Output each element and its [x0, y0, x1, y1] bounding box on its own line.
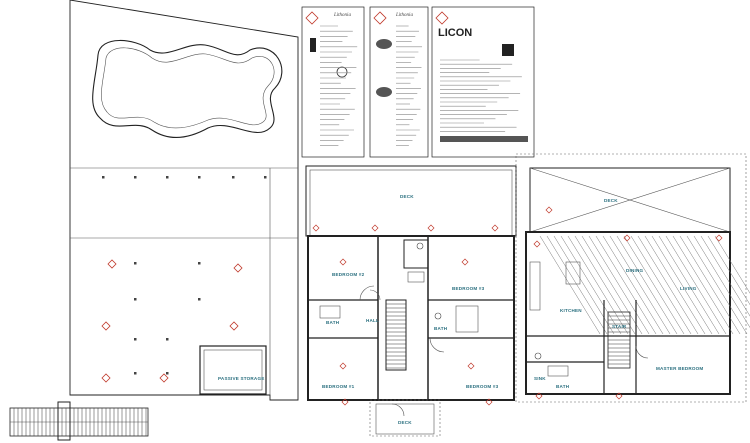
diamond-light-fixture-icon — [427, 224, 435, 232]
column-dot-icon — [264, 176, 267, 179]
room-label-bedroom-4: BEDROOM #3 — [466, 384, 499, 389]
column-dot-icon — [134, 338, 137, 341]
spec-sheet-2: Lithonia — [369, 6, 429, 158]
hazard-diamond-icon — [373, 11, 387, 25]
spec-sheet-1: Lithonia — [301, 6, 365, 158]
diamond-light-fixture-icon — [545, 206, 553, 214]
storage-room — [199, 345, 267, 395]
site-columns — [102, 176, 267, 375]
room-label-master: MASTER BEDROOM — [656, 366, 703, 371]
diamond-light-fixture-icon — [101, 321, 111, 331]
hazard-diamond-icon — [305, 11, 319, 25]
diamond-light-fixture-icon — [229, 321, 239, 331]
diamond-light-fixture-icon — [339, 362, 347, 370]
diamond-light-fixture-icon — [159, 373, 169, 383]
diamond-light-fixture-icon — [341, 398, 349, 406]
licon-logo: LICON — [438, 27, 472, 39]
column-dot-icon — [134, 372, 137, 375]
room-label-deck-front: DECK — [398, 420, 412, 425]
column-dot-icon — [102, 176, 105, 179]
storage-label: PASSIVE STORAGE — [218, 376, 264, 381]
diamond-light-fixture-icon — [101, 373, 111, 383]
spec-brand: Lithonia — [333, 13, 351, 18]
diamond-light-fixture-icon — [615, 392, 623, 400]
diamond-light-fixture-icon — [491, 224, 499, 232]
first-floor-plan: DECK BEDROOM #2 BEDROOM #3 BATH BATH HAL… — [305, 165, 517, 437]
room-label-deck: DECK — [400, 194, 414, 199]
room-label-sink: SINK — [534, 376, 546, 381]
room-label-upper-deck: DECK — [604, 198, 618, 203]
column-dot-icon — [134, 176, 137, 179]
diamond-light-fixture-icon — [371, 224, 379, 232]
column-dot-icon — [166, 176, 169, 179]
column-dot-icon — [166, 338, 169, 341]
hazard-diamond-icon — [435, 11, 449, 25]
second-floor-walls — [525, 231, 731, 395]
diamond-light-fixture-icon — [533, 240, 541, 248]
diamond-light-fixture-icon — [623, 234, 631, 242]
site-boundary — [69, 0, 299, 401]
diamond-light-fixture-icon — [485, 398, 493, 406]
diamond-light-fixture-icon — [312, 224, 320, 232]
column-dot-icon — [198, 176, 201, 179]
column-dot-icon — [198, 262, 201, 265]
room-label-bath-left: BATH — [326, 320, 340, 325]
diamond-light-fixture-icon — [715, 234, 723, 242]
diamond-light-fixture-icon — [107, 259, 117, 269]
room-label-upper-bath: BATH — [556, 384, 570, 389]
room-label-bedroom-3: BEDROOM #3 — [452, 286, 485, 291]
second-floor-plan: DECK DINING LIVING KITCHEN STAIR SINK BA… — [515, 153, 750, 403]
room-label-dining: DINING — [626, 268, 644, 273]
column-dot-icon — [198, 298, 201, 301]
pool-outline — [92, 40, 283, 138]
room-label-bedroom-1: BEDROOM #1 — [322, 384, 355, 389]
spec-brand: Lithonia — [395, 13, 413, 18]
exterior-stair — [9, 401, 149, 441]
column-dot-icon — [232, 176, 235, 179]
site-fixtures — [101, 259, 243, 383]
diamond-light-fixture-icon — [535, 392, 543, 400]
diamond-light-fixture-icon — [467, 362, 475, 370]
column-dot-icon — [166, 372, 169, 375]
diamond-light-fixture-icon — [233, 263, 243, 273]
room-label-living: LIVING — [680, 286, 697, 291]
spec-sheet-3: LICON — [431, 6, 535, 158]
room-label-bath-right: BATH — [434, 326, 448, 331]
room-label-bedroom-2: BEDROOM #2 — [332, 272, 365, 277]
column-dot-icon — [134, 262, 137, 265]
diamond-light-fixture-icon — [339, 258, 347, 266]
room-label-hall: HALL — [366, 318, 379, 323]
diamond-light-fixture-icon — [461, 258, 469, 266]
column-dot-icon — [134, 298, 137, 301]
room-label-stair: STAIR — [612, 324, 627, 329]
room-label-kitchen: KITCHEN — [560, 308, 582, 313]
site-plan: PASSIVE STORAGE — [9, 0, 299, 441]
